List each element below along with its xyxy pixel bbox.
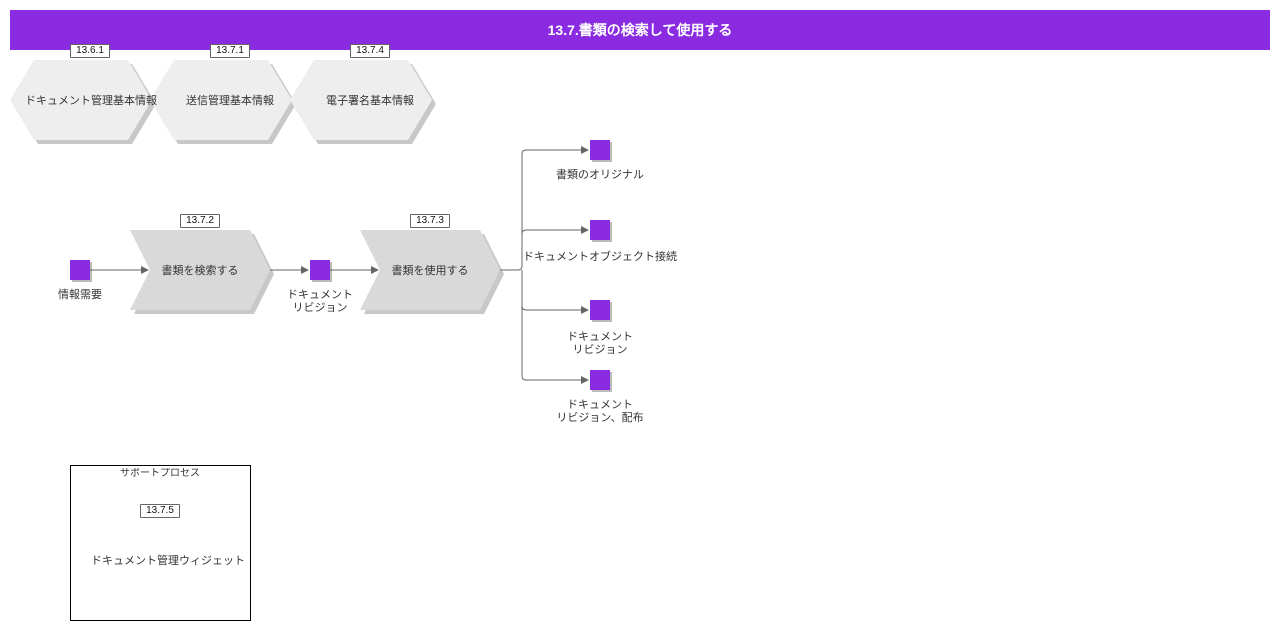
interface-hexagon-2[interactable] [150, 60, 296, 144]
event-label: ドキュメント リビジョン [287, 288, 353, 314]
process-label: 書類を検索する [161, 264, 239, 277]
process-id-tag: 13.7.3 [410, 214, 450, 228]
interface-hexagon-1[interactable] [10, 60, 156, 144]
page-title: 13.7.書類の検索して使用する [10, 10, 1270, 50]
event-label: 書類のオリジナル [556, 168, 644, 181]
event-square-1-fill [70, 260, 90, 280]
interface-label: 送信管理基本情報 [186, 94, 274, 107]
event-square-5-fill [590, 300, 610, 320]
event-label: ドキュメントオブジェクト接続 [523, 250, 677, 263]
support-process-title: サポートプロセス [120, 468, 200, 479]
support-process-id-tag: 13.7.5 [140, 504, 180, 518]
event-square-4-fill [590, 220, 610, 240]
support-process-label: ドキュメント管理ウィジェット [91, 554, 245, 567]
event-square-2-fill [310, 260, 330, 280]
process-chevron-use[interactable] [360, 230, 504, 314]
event-label: ドキュメント リビジョン [567, 330, 633, 356]
interface-label: 電子署名基本情報 [326, 94, 414, 107]
process-chevron-search[interactable] [130, 230, 274, 314]
event-square-3-fill [590, 140, 610, 160]
event-label: ドキュメント リビジョン、配布 [556, 398, 644, 424]
connector-use-to-revision2 [521, 270, 589, 314]
event-label: 情報需要 [58, 288, 102, 301]
interface-hexagon-3[interactable] [290, 60, 436, 144]
connector-use-to-original [500, 146, 589, 271]
event-nodes[interactable] [70, 140, 612, 392]
process-id-tag: 13.7.2 [180, 214, 220, 228]
interface-label: ドキュメント管理基本情報 [25, 94, 157, 107]
connector-use-to-distribution [521, 306, 589, 384]
process-label: 書類を使用する [391, 264, 469, 277]
interface-id-tag: 13.6.1 [70, 44, 110, 58]
connector-use-to-object [521, 226, 589, 235]
interface-id-tag: 13.7.4 [350, 44, 390, 58]
support-process-box [70, 465, 251, 621]
connectors [90, 146, 589, 384]
interface-id-tag: 13.7.1 [210, 44, 250, 58]
event-square-6-fill [590, 370, 610, 390]
